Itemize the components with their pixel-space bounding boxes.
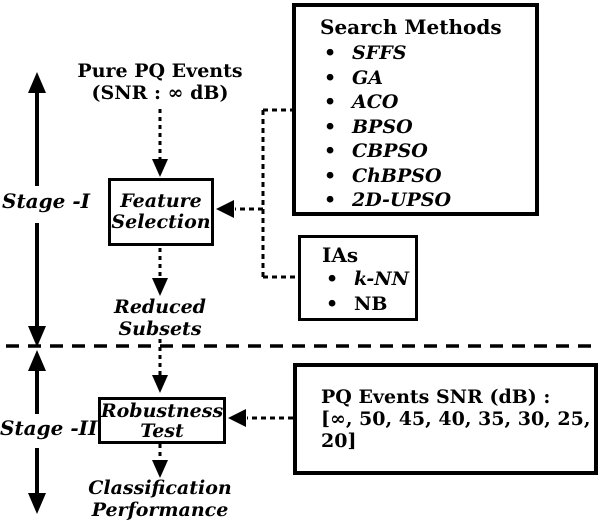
ias-title: IAs <box>322 243 359 267</box>
flow-arrow-feature-to-reduced <box>152 248 168 296</box>
reduced-subsets-line2: Subsets <box>118 318 202 340</box>
pq-to-robustness-arrow <box>228 409 293 427</box>
robustness-test-line1: Robustness <box>100 399 224 422</box>
list-item: SFFS <box>320 41 535 66</box>
classification-line2: Performance <box>91 499 229 521</box>
pq-snr-line2: [∞, 50, 45, 40, 35, 30, 25, 20] <box>321 408 591 452</box>
stage1-span-arrow <box>28 72 46 347</box>
list-item: k-NN <box>322 267 415 292</box>
stage2-label: Stage -II <box>0 416 98 440</box>
flow-arrow-robustness-to-classification <box>152 444 168 478</box>
list-item: 2D-UPSO <box>320 188 535 213</box>
list-item: ChBPSO <box>320 164 535 189</box>
feature-selection-node: Feature Selection <box>108 178 214 246</box>
list-item: BPSO <box>320 115 535 140</box>
search-ias-spine <box>216 108 298 279</box>
robustness-test-line2: Test <box>140 419 184 442</box>
classification-line1: Classification <box>88 477 232 499</box>
search-methods-list: SFFS GA ACO BPSO CBPSO ChBPSO 2D-UPSO <box>320 41 535 213</box>
robustness-test-node: Robustness Test <box>98 397 226 444</box>
reduced-subsets-line1: Reduced <box>114 296 206 318</box>
list-item: NB <box>322 292 415 317</box>
stage1-label: Stage -I <box>2 189 90 213</box>
classification-performance-label: Classification Performance <box>55 477 265 521</box>
pure-pq-events-line2: (SNR : ∞ dB) <box>91 82 229 104</box>
feature-selection-label: Feature Selection <box>111 191 210 233</box>
reduced-subsets-label: Reduced Subsets <box>80 296 240 340</box>
flow-arrow-reduced-to-robustness <box>152 339 168 393</box>
feature-selection-line2: Selection <box>111 211 211 233</box>
flow-arrow-top-to-feature <box>152 109 168 177</box>
list-item: CBPSO <box>320 139 535 164</box>
ias-list: k-NN NB <box>322 267 415 317</box>
pure-pq-events-label: Pure PQ Events (SNR : ∞ dB) <box>67 60 253 104</box>
stage2-span-arrow <box>28 350 46 514</box>
feature-selection-line1: Feature <box>120 190 202 212</box>
pq-snr-box: PQ Events SNR (dB) : [∞, 50, 45, 40, 35,… <box>293 363 598 475</box>
list-item: ACO <box>320 90 535 115</box>
search-methods-title: Search Methods <box>320 15 502 39</box>
pq-snr-line1: PQ Events SNR (dB) : <box>321 386 551 408</box>
search-methods-box: Search Methods SFFS GA ACO BPSO CBPSO Ch… <box>292 3 539 216</box>
list-item: GA <box>320 66 535 91</box>
robustness-test-label: Robustness Test <box>101 401 223 441</box>
pure-pq-events-line1: Pure PQ Events <box>77 60 243 82</box>
ias-box: IAs k-NN NB <box>298 235 418 321</box>
